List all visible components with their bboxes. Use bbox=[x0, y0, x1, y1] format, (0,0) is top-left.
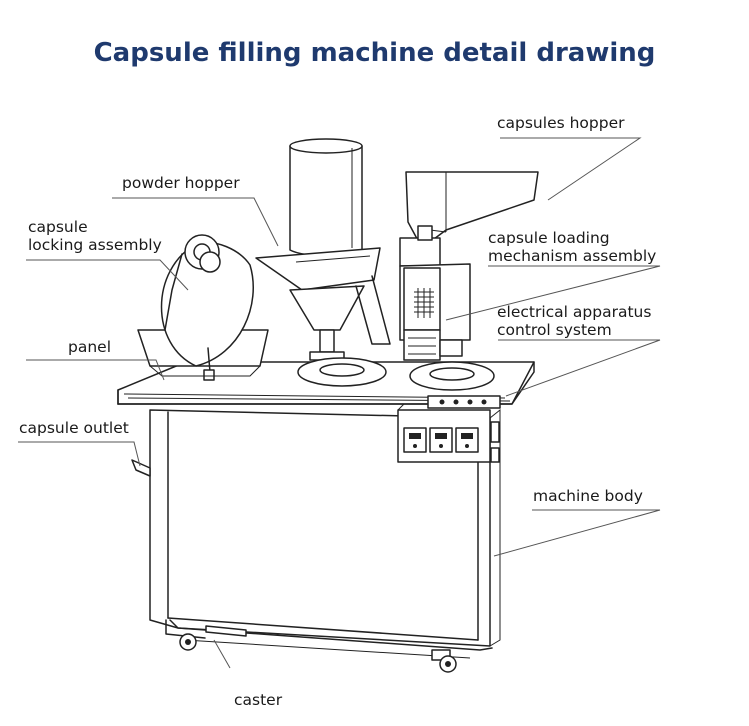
label-electrical-line2: control system bbox=[497, 321, 612, 339]
label-capsule-loading-line1: capsule loading bbox=[488, 229, 610, 247]
label-capsules-hopper: capsules hopper bbox=[497, 114, 625, 132]
capsule-locking-assembly bbox=[137, 234, 269, 381]
casters bbox=[165, 619, 457, 673]
label-panel: panel bbox=[68, 338, 111, 356]
label-capsule-outlet: capsule outlet bbox=[19, 419, 129, 437]
diagram-title: Capsule filling machine detail drawing bbox=[93, 38, 656, 68]
label-machine-body: machine body bbox=[533, 487, 643, 505]
label-caster: caster bbox=[234, 691, 283, 709]
labels: capsules hopper powder hopper capsule lo… bbox=[19, 114, 656, 709]
label-capsule-loading-line2: mechanism assembly bbox=[488, 247, 656, 265]
capsule-loading-mechanism bbox=[399, 171, 539, 391]
label-capsule-locking-line1: capsule bbox=[28, 218, 88, 236]
label-powder-hopper: powder hopper bbox=[122, 174, 240, 192]
capsule-outlet bbox=[131, 459, 151, 477]
label-capsule-locking-line2: locking assembly bbox=[28, 236, 162, 254]
powder-hopper bbox=[255, 138, 391, 387]
label-electrical-line1: electrical apparatus bbox=[497, 303, 651, 321]
electrical-control-box bbox=[397, 395, 501, 463]
leader-lines bbox=[18, 137, 661, 669]
